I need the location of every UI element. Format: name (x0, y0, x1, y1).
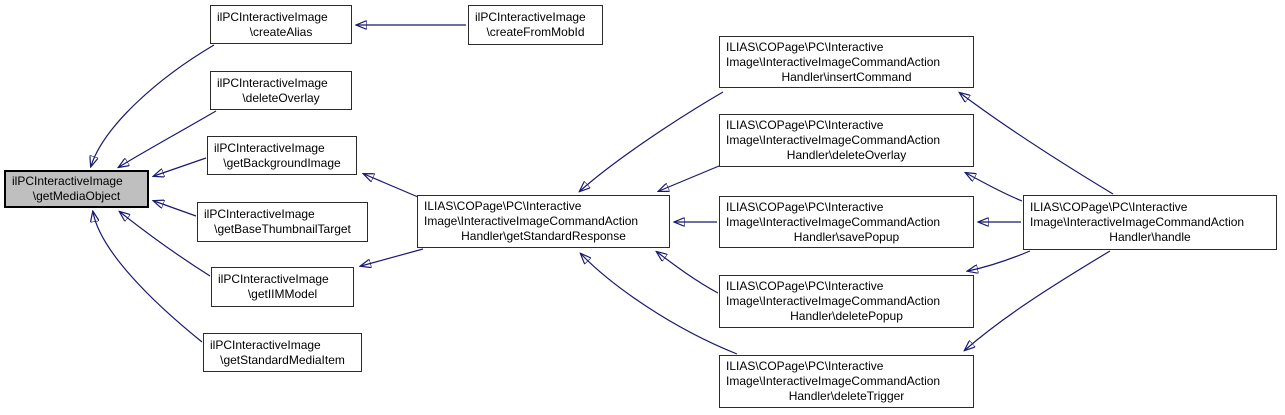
edge-get-standard-media-item-to-get-media-object (93, 212, 203, 343)
node-label-line: Handler\deleteTrigger (788, 389, 905, 403)
node-label-line: ilPCInteractiveImage (214, 140, 325, 155)
node-get-base-thumbnail-target[interactable]: ilPCInteractiveImage \getBaseThumbnailTa… (197, 202, 368, 242)
node-label-line: Handler\insertCommand (781, 69, 912, 84)
node-label-line: Image\InteractiveImageCommandAction (726, 214, 941, 229)
node-get-media-object: ilPCInteractiveImage \getMediaObject (4, 170, 149, 208)
edge-delete-popup-to-get-standard-response (657, 252, 719, 294)
edge-delete-trigger-to-get-standard-response (581, 254, 738, 355)
node-label-line: ILIAS\COPage\PC\Interactive (726, 39, 884, 54)
node-label-line: \getMediaObject (32, 189, 121, 203)
node-label-line: \getStandardMediaItem (220, 352, 345, 367)
node-get-standard-response[interactable]: ILIAS\COPage\PC\Interactive Image\Intera… (417, 195, 670, 248)
node-label-line: Image\InteractiveImageCommandAction (726, 374, 941, 388)
node-label-line: ilPCInteractiveImage (210, 337, 321, 352)
node-label-line: ILIAS\COPage\PC\Interactive (424, 199, 582, 213)
node-label-line: ILIAS\COPage\PC\Interactive (726, 118, 884, 132)
node-label-line: Handler\deletePopup (790, 309, 903, 323)
node-label-line: ilPCInteractiveImage (217, 9, 328, 24)
node-label-line: ILIAS\COPage\PC\Interactive (726, 279, 884, 293)
node-handle[interactable]: ILIAS\COPage\PC\Interactive Image\Intera… (1023, 195, 1277, 250)
node-label-line: Image\InteractiveImageCommandAction (726, 54, 941, 69)
edge-handle-to-delete-popup (968, 250, 1031, 271)
node-label-line: Handler\deleteOverlay (786, 148, 907, 162)
edge-get-background-image-to-get-media-object (154, 157, 207, 176)
node-create-alias[interactable]: ilPCInteractiveImage \createAlias (210, 5, 352, 44)
edge-create-alias-to-get-media-object (91, 44, 215, 166)
node-label-line: \getBaseThumbnailTarget (214, 222, 351, 236)
node-label-line: Image\InteractiveImageCommandAction (726, 133, 941, 147)
node-label-line: Image\InteractiveImageCommandAction (1030, 215, 1245, 229)
node-label-line: \createFromMobId (486, 25, 585, 39)
node-save-popup[interactable]: ILIAS\COPage\PC\Interactive Image\Intera… (719, 196, 974, 248)
node-insert-command[interactable]: ILIAS\COPage\PC\Interactive Image\Intera… (719, 36, 974, 88)
edge-insert-command-to-get-standard-response (580, 91, 724, 191)
node-delete-popup[interactable]: ILIAS\COPage\PC\Interactive Image\Intera… (719, 275, 974, 328)
node-get-standard-media-item[interactable]: ilPCInteractiveImage \getStandardMediaIt… (203, 333, 362, 372)
node-get-iim-model[interactable]: ilPCInteractiveImage \getIIMModel (211, 267, 354, 307)
node-label-line: Handler\getStandardResponse (461, 229, 626, 243)
edge-delete-overlay-to-get-media-object (119, 110, 217, 167)
node-label-line: ilPCInteractiveImage (475, 10, 586, 24)
node-label-line: ilPCInteractiveImage (12, 174, 123, 188)
edge-handle-to-insert-command (960, 93, 1114, 195)
node-get-background-image[interactable]: ilPCInteractiveImage \getBackgroundImage (207, 136, 357, 175)
node-label-line: \deleteOverlay (242, 90, 320, 105)
node-label-line: Handler\handle (1109, 230, 1191, 244)
edge-handler-delete-overlay-to-get-standard-response (659, 165, 720, 191)
node-delete-trigger[interactable]: ILIAS\COPage\PC\Interactive Image\Intera… (719, 355, 974, 408)
node-create-from-mob-id[interactable]: ilPCInteractiveImage \createFromMobId (468, 5, 603, 45)
node-label-line: \getIIMModel (247, 287, 318, 301)
node-label-line: ILIAS\COPage\PC\Interactive (1030, 200, 1188, 214)
edge-get-iim-model-to-get-media-object (120, 212, 211, 277)
node-label-line: ilPCInteractiveImage (217, 75, 328, 90)
node-label-line: ILIAS\COPage\PC\Interactive (726, 199, 884, 214)
node-label-line: \getBackgroundImage (223, 155, 341, 170)
node-label-line: ilPCInteractiveImage (218, 272, 329, 286)
edge-handle-to-handler-delete-overlay (966, 173, 1023, 202)
node-label-line: ilPCInteractiveImage (204, 207, 315, 221)
node-label-line: Handler\savePopup (793, 229, 900, 244)
edge-get-base-thumbnail-target-to-get-media-object (154, 201, 197, 217)
edge-get-standard-response-to-get-iim-model (361, 248, 424, 266)
edge-handle-to-delete-trigger (965, 250, 1111, 350)
node-label-line: Image\InteractiveImageCommandAction (424, 214, 639, 228)
node-label-line: ILIAS\COPage\PC\Interactive (726, 359, 884, 373)
node-label-line: Image\InteractiveImageCommandAction (726, 294, 941, 308)
edge-get-standard-response-to-get-background-image (364, 174, 419, 198)
node-handler-delete-overlay[interactable]: ILIAS\COPage\PC\Interactive Image\Intera… (719, 114, 974, 167)
node-label-line: \createAlias (249, 24, 313, 39)
node-delete-overlay[interactable]: ilPCInteractiveImage \deleteOverlay (210, 71, 352, 110)
